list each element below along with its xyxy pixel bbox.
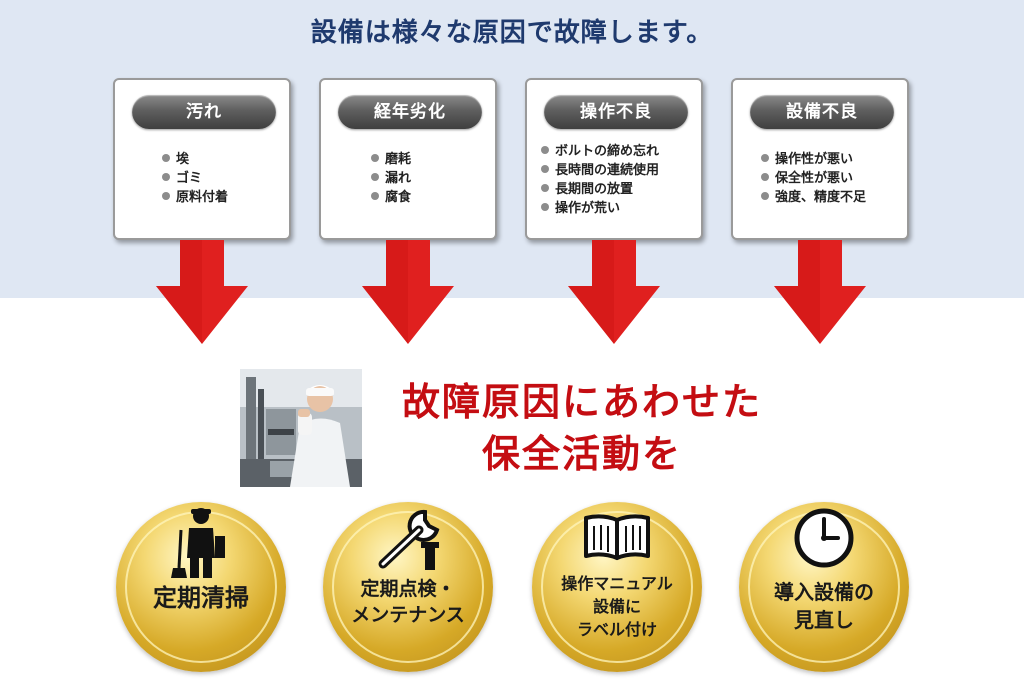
down-arrow-icon xyxy=(568,240,660,344)
cause-title: 設備不良 xyxy=(750,95,894,129)
medal-inspection-maintenance: 定期点検・ メンテナンス xyxy=(323,502,493,672)
callout-line: 故障原因にあわせた xyxy=(401,379,762,424)
cause-card-dirt: 汚れ 埃 ゴミ 原料付着 xyxy=(113,78,291,240)
headline: 設備は様々な原因で故障します。 xyxy=(310,18,714,48)
down-arrow-icon xyxy=(156,240,248,344)
open-book-icon xyxy=(584,514,650,560)
cause-list: 埃 ゴミ 原料付着 xyxy=(115,150,289,207)
cleaning-worker-icon xyxy=(171,508,225,578)
medal-label: 操作マニュアル 設備に ラベル付け xyxy=(561,574,673,639)
cause-title: 経年劣化 xyxy=(338,95,482,129)
cause-card-equipment-defect: 設備不良 操作性が悪い 保全性が悪い 強度、精度不足 xyxy=(731,78,909,240)
medal-ring xyxy=(541,511,693,663)
callout-line: 保全活動を xyxy=(481,431,682,476)
cause-item: 腐食 xyxy=(371,188,495,207)
cause-list: ボルトの締め忘れ 長時間の連続使用 長期間の放置 操作が荒い xyxy=(527,142,701,218)
cause-item: ゴミ xyxy=(162,169,289,188)
cause-item: 漏れ xyxy=(371,169,495,188)
cause-item: 原料付着 xyxy=(162,188,289,207)
callout-text: 故障原因にあわせた 保全活動を xyxy=(372,376,792,480)
worker-photo xyxy=(240,369,362,487)
medal-label: 定期清掃 xyxy=(153,584,249,612)
cause-item: ボルトの締め忘れ xyxy=(541,142,701,161)
medal-regular-cleaning: 定期清掃 xyxy=(116,502,286,672)
medal-label: 導入設備の 見直し xyxy=(774,580,874,632)
wrench-icon xyxy=(378,509,440,570)
cause-card-operation-error: 操作不良 ボルトの締め忘れ 長時間の連続使用 長期間の放置 操作が荒い xyxy=(525,78,703,240)
down-arrow-icon xyxy=(774,240,866,344)
cause-title: 操作不良 xyxy=(544,95,688,129)
medal-manual-labeling: 操作マニュアル 設備に ラベル付け xyxy=(532,502,702,672)
cause-title: 汚れ xyxy=(132,95,276,129)
cause-item: 長時間の連続使用 xyxy=(541,161,701,180)
cause-list: 操作性が悪い 保全性が悪い 強度、精度不足 xyxy=(733,150,907,207)
cause-list: 磨耗 漏れ 腐食 xyxy=(321,150,495,207)
cause-item: 磨耗 xyxy=(371,150,495,169)
down-arrow-icon xyxy=(362,240,454,344)
cause-item: 操作が荒い xyxy=(541,199,701,218)
clock-icon xyxy=(794,508,854,568)
cause-card-aging: 経年劣化 磨耗 漏れ 腐食 xyxy=(319,78,497,240)
cause-item: 強度、精度不足 xyxy=(761,188,907,207)
cause-item: 操作性が悪い xyxy=(761,150,907,169)
cause-item: 埃 xyxy=(162,150,289,169)
medal-label: 定期点検・ メンテナンス xyxy=(351,578,465,626)
cause-item: 保全性が悪い xyxy=(761,169,907,188)
medal-ring xyxy=(332,511,484,663)
medal-equipment-review: 導入設備の 見直し xyxy=(739,502,909,672)
cause-item: 長期間の放置 xyxy=(541,180,701,199)
